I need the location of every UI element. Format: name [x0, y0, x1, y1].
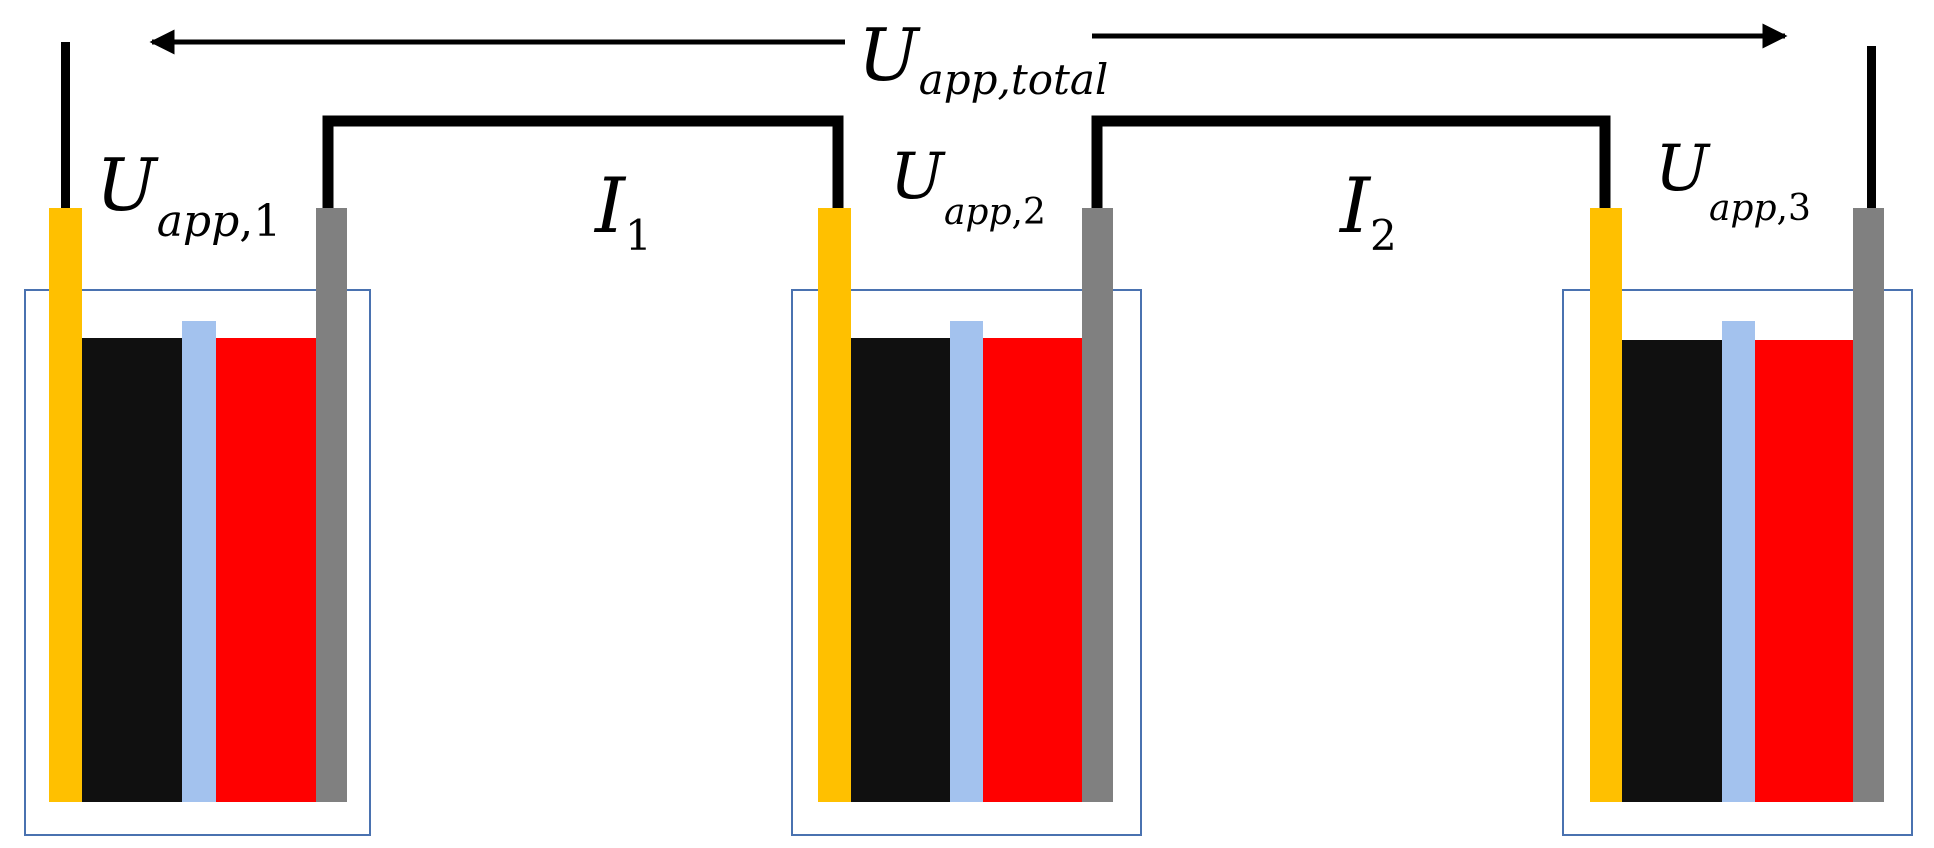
membrane: [1722, 321, 1755, 802]
right-terminal-wire: [1867, 46, 1876, 212]
anode-layer: [1622, 340, 1722, 802]
current1-label: I1: [593, 161, 652, 260]
anode-electrode: [1590, 208, 1622, 802]
electrolysis-cell-2: [791, 208, 1142, 836]
membrane: [182, 321, 216, 802]
cell-container: [791, 289, 1142, 836]
cathode-electrode: [1082, 208, 1113, 802]
left-terminal-wire: [61, 42, 70, 212]
cathode-electrode: [1853, 208, 1884, 802]
cell1-voltage-label: Uapp,1: [96, 143, 281, 247]
cell2-voltage-label: Uapp,2: [890, 140, 1046, 233]
cell3-voltage-label: Uapp,3: [1655, 132, 1811, 229]
cell-container: [24, 289, 371, 836]
electrolysis-cell-3: [1562, 208, 1913, 836]
cathode-layer: [216, 338, 316, 802]
total-voltage-label: Uapp,total: [858, 13, 1108, 104]
cathode-layer: [983, 338, 1082, 802]
anode-layer: [851, 338, 950, 802]
anode-electrode: [49, 208, 82, 802]
membrane: [950, 321, 983, 802]
anode-electrode: [818, 208, 851, 802]
connecting-wire-2: [1091, 115, 1611, 212]
connecting-wire-1: [322, 115, 844, 212]
electrolysis-cell-1: [24, 208, 371, 836]
current2-label: I2: [1338, 161, 1397, 260]
cathode-layer: [1755, 340, 1853, 802]
anode-layer: [82, 338, 182, 802]
cathode-electrode: [316, 208, 347, 802]
cell-container: [1562, 289, 1913, 836]
